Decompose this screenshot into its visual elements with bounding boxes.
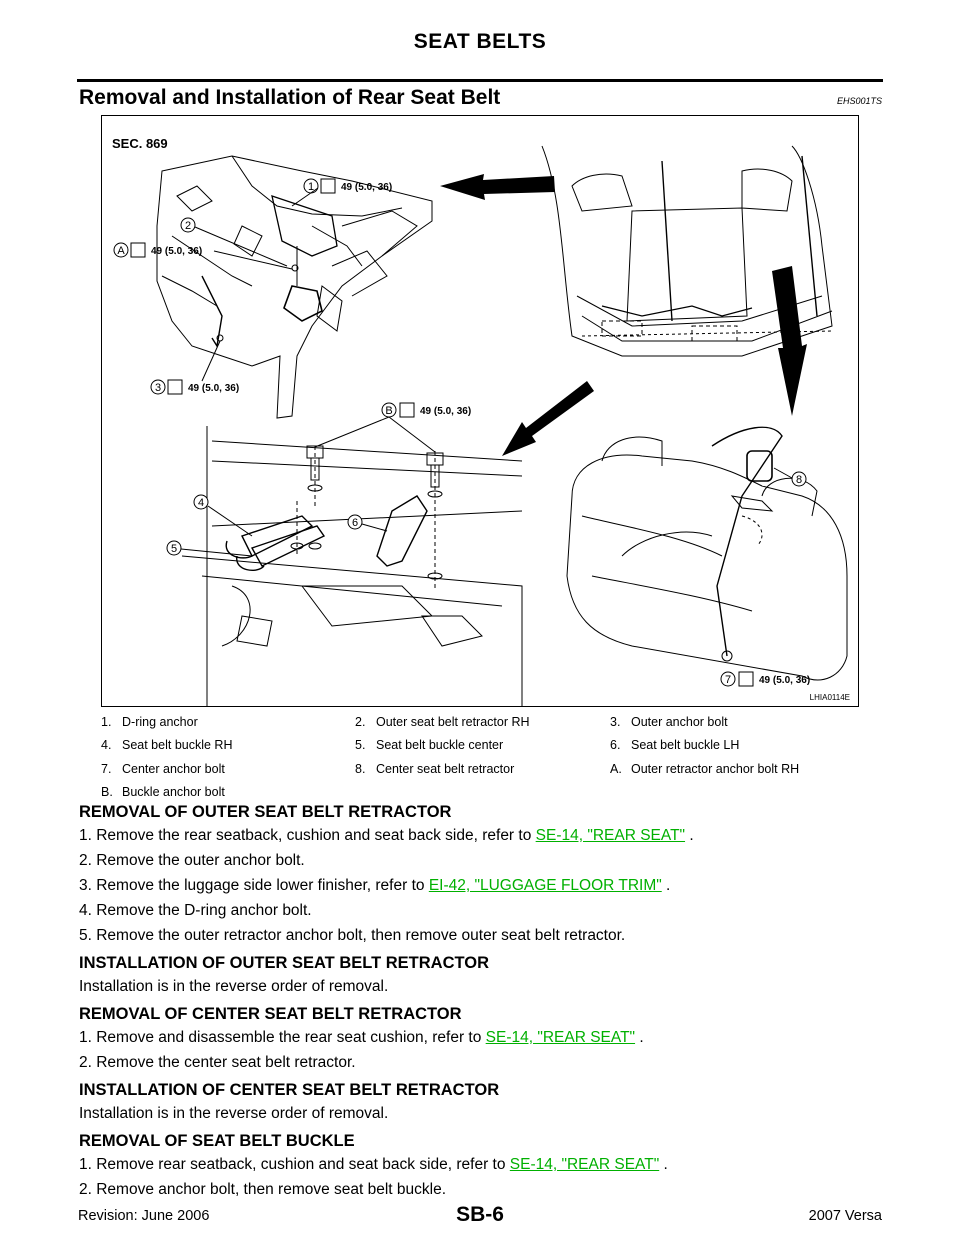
svg-text:4: 4 (198, 497, 204, 509)
legend-text: Seat belt buckle center (376, 738, 504, 753)
diagram-drawing: SEC. 869 (112, 136, 848, 706)
sec-label: SEC. 869 (112, 136, 168, 151)
callout-7: 7 49 (5.0, 36) (720, 671, 810, 687)
revision-date: Revision: June 2006 (78, 1208, 210, 1224)
link-se-14-rear-seat[interactable]: SE-14, "REAR SEAT" (485, 1029, 636, 1046)
heading-removal-outer-retractor: REMOVAL OF OUTER SEAT BELT RETRACTOR (79, 803, 452, 821)
step-item: 5. Remove the outer retractor anchor bol… (79, 927, 626, 944)
legend-text: Seat belt buckle LH (631, 738, 740, 753)
legend-text: D-ring anchor (122, 714, 198, 729)
svg-text:49 (5.0, 36): 49 (5.0, 36) (759, 675, 810, 686)
svg-text:1: 1 (308, 181, 314, 193)
legend-text: Buckle anchor bolt (122, 785, 225, 800)
step-item: 2. Remove the outer anchor bolt. (79, 852, 305, 869)
callout-1: 1 49 (5.0, 36) (291, 178, 392, 207)
arrow-down-left (502, 381, 594, 456)
legend-text: Outer anchor bolt (631, 714, 728, 729)
svg-text:49 (5.0, 36): 49 (5.0, 36) (341, 182, 392, 193)
legend-num: 1. (101, 714, 112, 729)
step-item: 1. Remove the rear seatback, cushion and… (79, 827, 694, 844)
buckle-floor-illustration (181, 426, 523, 706)
legend-num: 7. (101, 761, 112, 776)
svg-text:B: B (385, 405, 392, 417)
indicator-arrows (440, 174, 807, 456)
vehicle-model: 2007 Versa (808, 1208, 882, 1224)
heading-removal-center-retractor: REMOVAL OF CENTER SEAT BELT RETRACTOR (79, 1005, 462, 1023)
callout-8: 8 (773, 467, 807, 487)
step-item: 4. Remove the D-ring anchor bolt. (79, 902, 312, 919)
heading-installation-outer-retractor: INSTALLATION OF OUTER SEAT BELT RETRACTO… (79, 954, 490, 972)
seat-belt-diagram: SEC. 869 (101, 115, 859, 707)
parts-legend: 1. D-ring anchor 2. Outer seat belt retrac… (101, 710, 859, 804)
section-title: Removal and Installation of Rear Seat Be… (79, 86, 501, 109)
legend-table: 1. D-ring anchor 2. Outer seat belt retrac… (101, 710, 859, 804)
svg-text:49 (5.0, 36): 49 (5.0, 36) (188, 383, 239, 394)
legend-text: Center anchor bolt (122, 761, 225, 776)
svg-text:2: 2 (185, 220, 191, 232)
legend-num: 8. (355, 761, 366, 776)
legend-num: 5. (355, 738, 366, 753)
legend-text: Seat belt buckle RH (122, 738, 233, 753)
legend-num: A. (610, 761, 622, 776)
section-code: EHS001TS (836, 96, 882, 106)
step-item: 2. Remove the center seat belt retractor… (79, 1054, 356, 1071)
link-ei-42-luggage-floor-trim[interactable]: EI-42, "LUGGAGE FLOOR TRIM" (428, 877, 662, 894)
legend-num: 4. (101, 738, 112, 753)
header-rule (77, 79, 883, 82)
legend-num: 6. (610, 738, 621, 753)
paragraph: Installation is in the reverse order of … (79, 978, 389, 995)
svg-text:8: 8 (796, 474, 802, 486)
legend-text: Outer seat belt retractor RH (376, 714, 530, 729)
svg-text:3: 3 (155, 382, 161, 394)
legend-row: 4. Seat belt buckle RH 5. Seat belt buckle… (101, 734, 859, 758)
paragraph: Installation is in the reverse order of … (79, 1105, 389, 1122)
callout-6: 6 (347, 514, 388, 532)
svg-text:A: A (117, 245, 125, 257)
arrow-down (772, 266, 807, 416)
svg-text:49 (5.0, 36): 49 (5.0, 36) (420, 406, 471, 417)
heading-installation-center-retractor: INSTALLATION OF CENTER SEAT BELT RETRACT… (79, 1081, 500, 1099)
legend-text: Center seat belt retractor (376, 761, 515, 776)
legend-num: 2. (355, 714, 366, 729)
legend-row: 1. D-ring anchor 2. Outer seat belt retrac… (101, 710, 859, 734)
arrow-left (440, 174, 555, 200)
seatback-illustration (566, 426, 848, 681)
callout-5: 5 (166, 540, 253, 557)
callout-b: B 49 (5.0, 36) (314, 402, 471, 453)
heading-removal-seat-belt-buckle: REMOVAL OF SEAT BELT BUCKLE (79, 1132, 355, 1150)
legend-num: 3. (610, 714, 621, 729)
figure-image-code: LHIA0114E (809, 693, 850, 702)
step-item: 1. Remove and disassemble the rear seat … (79, 1029, 644, 1046)
outer-retractor-illustration (156, 155, 433, 419)
page-header-title: SEAT BELTS (413, 30, 547, 53)
link-se-14-rear-seat[interactable]: SE-14, "REAR SEAT" (535, 827, 686, 844)
callout-3: 3 49 (5.0, 36) (150, 340, 239, 395)
step-item: 2. Remove anchor bolt, then remove seat … (79, 1181, 447, 1198)
legend-text: Outer retractor anchor bolt RH (631, 761, 800, 776)
step-item: 1. Remove rear seatback, cushion and sea… (79, 1156, 668, 1173)
legend-row: 7. Center anchor bolt 8. Center seat belt … (101, 757, 859, 781)
svg-text:7: 7 (725, 674, 731, 686)
callout-2: 2 (180, 217, 288, 267)
link-se-14-rear-seat[interactable]: SE-14, "REAR SEAT" (509, 1156, 660, 1173)
svg-text:6: 6 (352, 517, 358, 529)
callout-a: A 49 (5.0, 36) (113, 242, 293, 270)
legend-num: B. (101, 785, 113, 800)
svg-text:49 (5.0, 36): 49 (5.0, 36) (151, 246, 202, 257)
step-item: 3. Remove the luggage side lower finishe… (79, 877, 671, 894)
procedure-content: REMOVAL OF OUTER SEAT BELT RETRACTOR 1. … (79, 802, 879, 1202)
legend-row: B. Buckle anchor bolt (101, 781, 859, 805)
page-number: SB-6 (456, 1203, 504, 1226)
svg-text:5: 5 (171, 543, 177, 555)
callout-4: 4 (193, 494, 253, 537)
